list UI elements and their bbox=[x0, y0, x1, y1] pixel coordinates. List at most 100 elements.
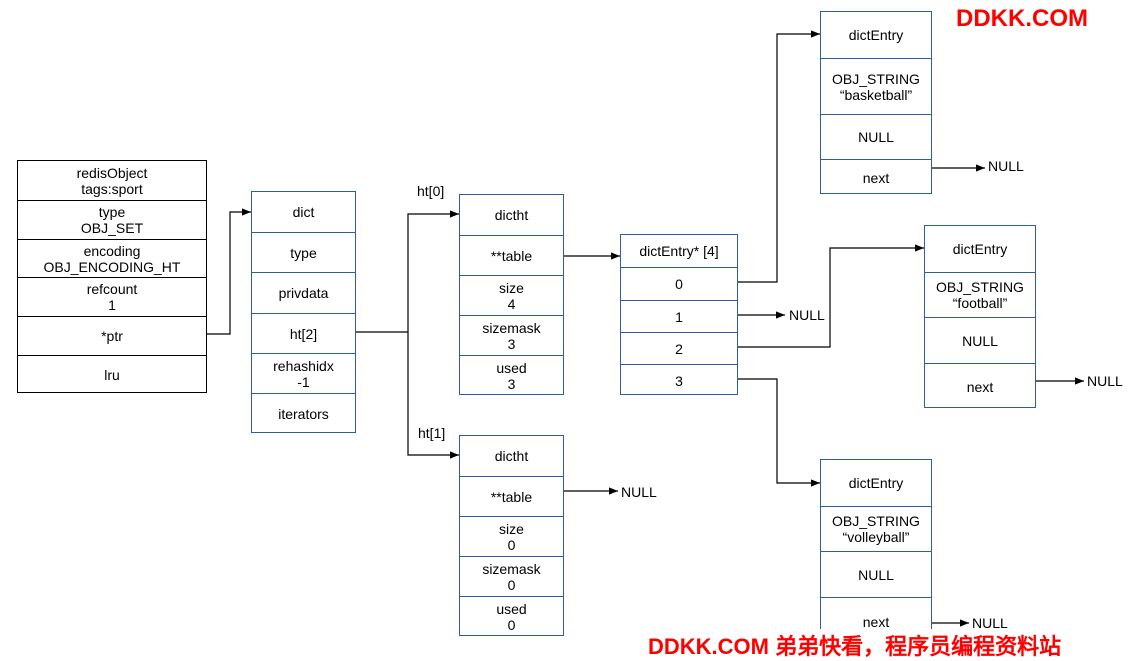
field-name: *ptr bbox=[101, 328, 123, 344]
football-next-null-label: NULL bbox=[1087, 373, 1123, 389]
field-name: privdata bbox=[278, 285, 329, 301]
field-name: NULL bbox=[962, 332, 998, 349]
dictht-title: dictht bbox=[494, 207, 529, 223]
field-value: -1 bbox=[297, 373, 310, 390]
dict-entry-volleyball: dictEntry OBJ_STRING “volleyball” NULL n… bbox=[820, 459, 932, 644]
table-slot-1: 1 bbox=[621, 300, 737, 332]
watermark-bottom: DDKK.COM 弟弟快看，程序员编程资料站 bbox=[648, 629, 1062, 661]
entry-header: dictEntry bbox=[821, 12, 931, 58]
entry-key-field: OBJ_STRING “football” bbox=[925, 272, 1035, 317]
field-value: “basketball” bbox=[839, 86, 913, 103]
dictht-used-field: used 3 bbox=[460, 355, 563, 396]
entry-value-field: NULL bbox=[821, 551, 931, 597]
ht-to-ht0-arrow bbox=[356, 210, 459, 333]
redis-object-tags: tags:sport bbox=[81, 180, 143, 197]
field-name: used bbox=[496, 360, 527, 376]
table-header: dictEntry* [4] bbox=[621, 235, 737, 267]
redis-object-struct: redisObject tags:sport type OBJ_SET enco… bbox=[17, 160, 207, 393]
dictht-sizemask-field: sizemask 0 bbox=[460, 556, 563, 596]
table-slot-0: 0 bbox=[621, 267, 737, 300]
field-name: size bbox=[499, 520, 524, 537]
entry-next-field: next bbox=[821, 597, 931, 645]
field-value: OBJ_SET bbox=[80, 220, 144, 236]
basketball-next-null-label: NULL bbox=[988, 158, 1024, 174]
entry-next-field: next bbox=[821, 159, 931, 195]
dict-rehashidx-field: rehashidx -1 bbox=[252, 353, 355, 393]
field-name: **table bbox=[490, 247, 533, 264]
dict-entry-football: dictEntry OBJ_STRING “football” NULL nex… bbox=[924, 225, 1036, 408]
dictht-header: dictht bbox=[460, 195, 563, 235]
field-value: 0 bbox=[507, 617, 516, 633]
redis-object-header: redisObject tags:sport bbox=[18, 161, 206, 200]
field-name: encoding bbox=[83, 242, 141, 259]
redis-object-lru-field: lru bbox=[18, 355, 206, 394]
field-name: ht[2] bbox=[289, 325, 318, 342]
slot3-to-volleyball-arrow bbox=[738, 378, 820, 487]
field-name: NULL bbox=[858, 129, 894, 145]
entry-next-field: next bbox=[925, 363, 1035, 409]
field-name: rehashidx bbox=[273, 357, 334, 374]
field-value: 0 bbox=[507, 536, 516, 553]
watermark-top: DDKK.COM bbox=[956, 5, 1088, 32]
ht1-label: ht[1] bbox=[418, 425, 446, 441]
slot0-to-basketball-arrow bbox=[738, 30, 820, 283]
field-value: 3 bbox=[507, 335, 516, 352]
ht1-dictht-struct: dictht **table size 0 sizemask 0 used 0 bbox=[459, 435, 564, 636]
entry-header: dictEntry bbox=[821, 460, 931, 506]
slot1-null-label: NULL bbox=[789, 307, 825, 323]
field-name: sizemask bbox=[482, 560, 541, 577]
dict-privdata-field: privdata bbox=[252, 272, 355, 313]
field-name: OBJ_STRING bbox=[832, 70, 920, 87]
field-name: size bbox=[499, 279, 524, 296]
entry-value-field: NULL bbox=[821, 114, 931, 159]
field-name: NULL bbox=[858, 566, 894, 583]
dictht-table-field: **table bbox=[460, 476, 563, 516]
redis-object-title: redisObject bbox=[76, 164, 148, 181]
entry-value-field: NULL bbox=[925, 317, 1035, 363]
field-name: next bbox=[862, 169, 890, 186]
dict-entry-basketball: dictEntry OBJ_STRING “basketball” NULL n… bbox=[820, 11, 932, 194]
redis-object-refcount-field: refcount 1 bbox=[18, 277, 206, 316]
field-value: 0 bbox=[507, 576, 516, 593]
field-value: 3 bbox=[507, 376, 516, 392]
slot2-to-football-arrow bbox=[738, 244, 924, 348]
dict-entry-table: dictEntry* [4] 0 1 2 3 bbox=[620, 234, 738, 395]
dict-ht-field: ht[2] bbox=[252, 313, 355, 353]
dictht-size-field: size 0 bbox=[460, 516, 563, 556]
field-name: iterators bbox=[278, 406, 329, 422]
entry-header: dictEntry bbox=[925, 226, 1035, 272]
dict-header: dict bbox=[252, 192, 355, 232]
redis-object-ptr-field: *ptr bbox=[18, 316, 206, 355]
field-value: 1 bbox=[108, 297, 116, 313]
dict-struct: dict type privdata ht[2] rehashidx -1 it… bbox=[251, 191, 356, 433]
dict-title: dict bbox=[292, 204, 315, 220]
dictht-header: dictht bbox=[460, 436, 563, 476]
entry-title: dictEntry bbox=[848, 27, 904, 43]
field-name: OBJ_STRING bbox=[936, 279, 1024, 295]
dict-iterators-field: iterators bbox=[252, 393, 355, 434]
redis-object-type-field: type OBJ_SET bbox=[18, 200, 206, 239]
field-name: OBJ_STRING bbox=[832, 513, 920, 529]
table-title: dictEntry* [4] bbox=[639, 243, 719, 259]
dictht-title: dictht bbox=[494, 448, 529, 464]
field-name: used bbox=[496, 601, 527, 617]
dictht-size-field: size 4 bbox=[460, 275, 563, 315]
ht1-table-null-label: NULL bbox=[621, 484, 657, 500]
dictht-used-field: used 0 bbox=[460, 596, 563, 637]
slot-index: 1 bbox=[675, 308, 683, 325]
dictht-sizemask-field: sizemask 3 bbox=[460, 315, 563, 355]
slot-index: 0 bbox=[675, 276, 683, 292]
field-name: **table bbox=[490, 488, 533, 505]
field-name: refcount bbox=[86, 281, 138, 297]
field-name: lru bbox=[104, 367, 120, 383]
table-slot-3: 3 bbox=[621, 364, 737, 396]
table-slot-2: 2 bbox=[621, 332, 737, 364]
ptr-to-dict-arrow bbox=[207, 208, 251, 335]
dictht-table-field: **table bbox=[460, 235, 563, 275]
entry-key-field: OBJ_STRING “volleyball” bbox=[821, 506, 931, 551]
volleyball-next-null-label: NULL bbox=[972, 615, 1008, 631]
field-name: next bbox=[862, 613, 890, 630]
field-name: sizemask bbox=[482, 319, 541, 336]
field-value: “volleyball” bbox=[842, 529, 910, 545]
